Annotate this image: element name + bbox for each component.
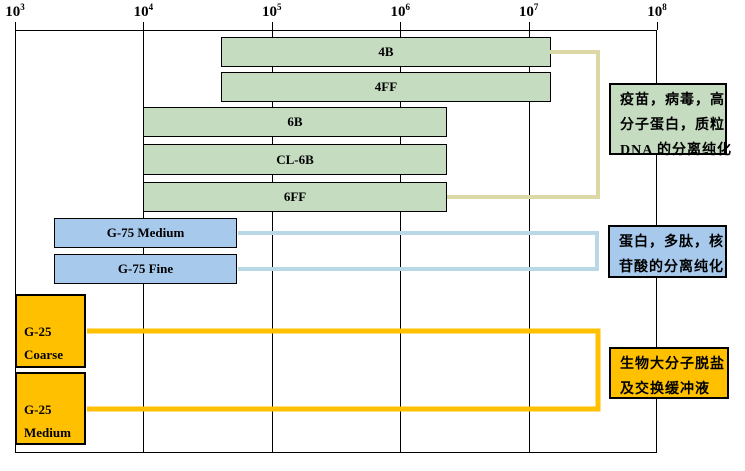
annotation-line: 蛋白，多肽，核 — [619, 235, 724, 250]
bar-label: 4B — [378, 44, 394, 59]
gridline-10e6 — [400, 30, 402, 453]
axis-tick-10e4 — [143, 22, 145, 30]
annotation-sepharose-applications: 疫苗，病毒，高 分子蛋白，质粒 DNA 的分离纯化 — [609, 83, 731, 158]
axis-label-10e5: 105 — [262, 2, 282, 20]
bar-label-line: Coarse — [24, 347, 63, 362]
annotation-line: 生物大分子脱盐 — [620, 357, 725, 372]
bar-label: 6B — [287, 114, 303, 129]
annotation-line: 分子蛋白，质粒 — [620, 118, 725, 133]
bar-4b: 4B — [220, 37, 552, 67]
connector-sepharose — [447, 50, 600, 199]
bar-cl-6b: CL-6B — [143, 144, 447, 175]
bar-6b: 6B — [143, 107, 447, 137]
bar-g-75-fine: G-75 Fine — [53, 254, 238, 284]
annotation-g75-applications: 蛋白，多肽，核 苷酸的分离纯化 — [608, 225, 727, 278]
bar-label-line: G-25 — [24, 402, 52, 417]
gridline-10e5 — [271, 30, 273, 453]
annotation-line: DNA 的分离纯化 — [620, 143, 733, 158]
bar-4ff: 4FF — [220, 72, 552, 102]
axis-tick-10e3 — [15, 22, 16, 30]
axis-tick-10e8 — [657, 22, 658, 30]
annotation-line: 及交换缓冲液 — [620, 382, 710, 397]
bar-label: G-75 Medium — [106, 225, 185, 240]
bar-label: G-75 Fine — [117, 261, 174, 276]
axis-tick-10e5 — [271, 22, 273, 30]
annotation-line: 苷酸的分离纯化 — [619, 260, 724, 275]
annotation-g25-applications: 生物大分子脱盐 及交换缓冲液 — [609, 347, 729, 399]
bar-label: 6FF — [283, 189, 307, 204]
axis-label-10e7: 107 — [518, 2, 539, 20]
gridline-10e7 — [528, 30, 530, 453]
axis-tick-10e7 — [528, 22, 530, 30]
bar-label: CL-6B — [276, 151, 314, 167]
bar-label-line: G-25 — [24, 324, 52, 339]
axis-label-10e6: 106 — [390, 2, 410, 20]
annotation-line: 疫苗，病毒，高 — [620, 93, 725, 108]
bar-6ff: 6FF — [143, 182, 447, 212]
axis-tick-10e6 — [400, 22, 402, 30]
connector-g75 — [238, 231, 599, 271]
axis-label-10e8: 108 — [647, 2, 667, 20]
connector-g25 — [87, 328, 601, 412]
axis-label-10e4: 104 — [133, 2, 154, 20]
bar-label-line: Medium — [24, 425, 71, 440]
bar-label: 4FF — [374, 79, 398, 94]
axis-label-10e3: 103 — [5, 2, 25, 20]
bar-g-75-medium: G-75 Medium — [53, 218, 238, 248]
